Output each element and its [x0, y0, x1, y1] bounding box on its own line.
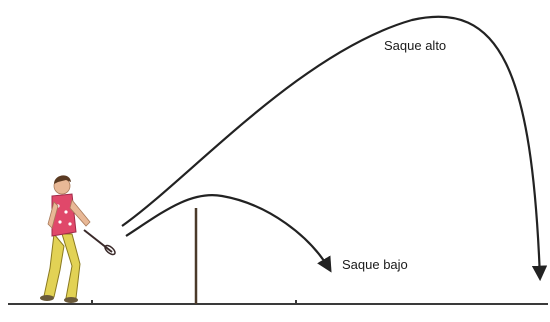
- high-serve-label: Saque alto: [384, 38, 447, 53]
- player-figure: [40, 175, 116, 303]
- low-serve-trajectory: [125, 193, 332, 273]
- high-serve-trajectory: [121, 15, 548, 282]
- low-serve-label: Saque bajo: [342, 257, 408, 272]
